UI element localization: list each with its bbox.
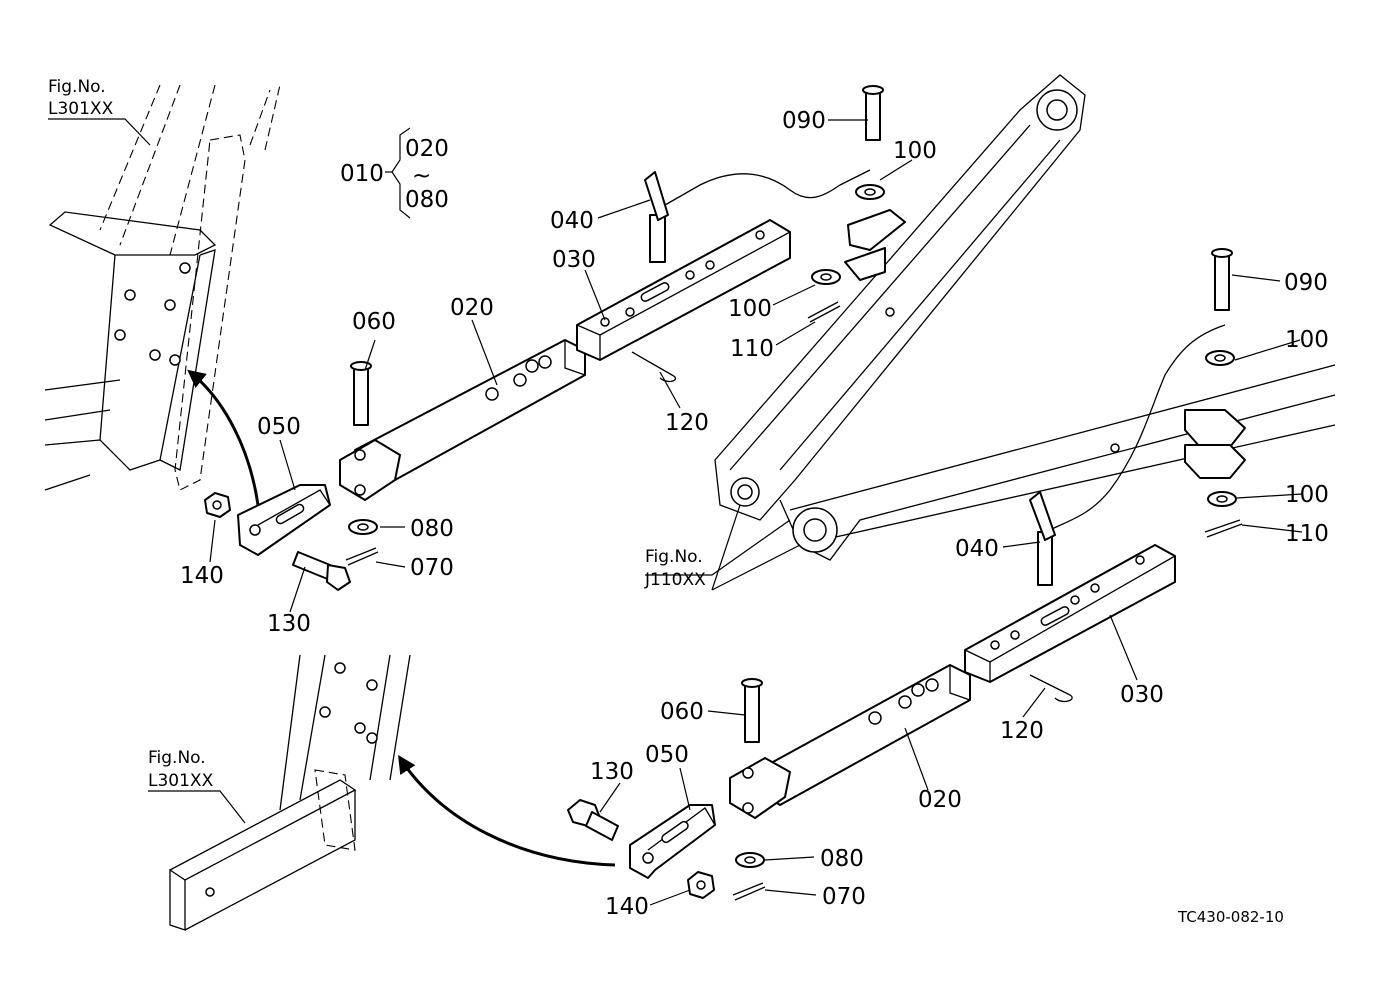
fig-ref-code: L301XX: [148, 771, 214, 791]
assembly-range-start: 020: [405, 136, 449, 162]
callout-label: 070: [822, 884, 866, 910]
fig-ref-l301xx-upper: Fig.No. L301XX: [48, 77, 114, 119]
lower-link-arms: [714, 74, 1336, 561]
tractor-frame-upper: [44, 84, 281, 491]
assembly-range-end: 080: [405, 187, 449, 213]
callout-label: 080: [410, 516, 454, 542]
stabilizer-lower: [567, 664, 971, 901]
callout-label: 050: [645, 742, 689, 768]
callout-label: 140: [605, 894, 649, 920]
leader-lines: [48, 118, 1303, 906]
fig-ref-code: J110XX: [644, 570, 706, 590]
callout-label: 130: [267, 611, 311, 637]
callout-label: 030: [1120, 682, 1164, 708]
callout-label: 100: [893, 138, 937, 164]
callout-label: 120: [1000, 718, 1044, 744]
assembly-range-mark: ~: [412, 163, 431, 189]
figure-code: TC430-082-10: [1177, 908, 1284, 926]
callout-label: 100: [1285, 482, 1329, 508]
callout-label: 040: [550, 208, 594, 234]
callout-label: 110: [1285, 521, 1329, 547]
callout-label: 020: [918, 787, 962, 813]
callout-label: 080: [820, 846, 864, 872]
stabilizer-upper: [204, 85, 885, 591]
tractor-frame-lower: [168, 654, 411, 931]
callouts-lower: 060 050 130 020 080 070 140: [590, 699, 962, 920]
callout-label: 100: [1285, 327, 1329, 353]
callout-label: 060: [660, 699, 704, 725]
fig-ref-j110xx: Fig.No. J110XX: [644, 547, 706, 590]
callout-label: 120: [665, 410, 709, 436]
callout-label: 090: [782, 108, 826, 134]
mount-arrow-upper: [187, 369, 260, 506]
assembly-number: 010: [340, 161, 384, 187]
fig-ref-title: Fig.No.: [645, 547, 703, 567]
fig-ref-code: L301XX: [48, 99, 114, 119]
fig-ref-title: Fig.No.: [48, 77, 106, 97]
fig-ref-l301xx-lower: Fig.No. L301XX: [148, 748, 214, 791]
callout-label: 040: [955, 536, 999, 562]
callout-label: 020: [450, 295, 494, 321]
callout-label: 110: [730, 336, 774, 362]
assembly-bracket-label: 010 020 ~ 080: [340, 136, 449, 213]
callout-label: 070: [410, 555, 454, 581]
callouts-upper: 090 100 040 030 100 110 120 020 060 050 …: [180, 108, 937, 637]
callout-label: 060: [352, 309, 396, 335]
callout-label: 050: [257, 414, 301, 440]
callout-label: 030: [552, 247, 596, 273]
mount-arrow-lower: [398, 754, 616, 867]
callout-label: 100: [728, 296, 772, 322]
callout-label: 140: [180, 563, 224, 589]
callouts-right: 090 100 100 110 040 120 030: [955, 270, 1329, 744]
fig-ref-title: Fig.No.: [148, 748, 206, 768]
callout-label: 090: [1284, 270, 1328, 296]
callout-label: 130: [590, 759, 634, 785]
